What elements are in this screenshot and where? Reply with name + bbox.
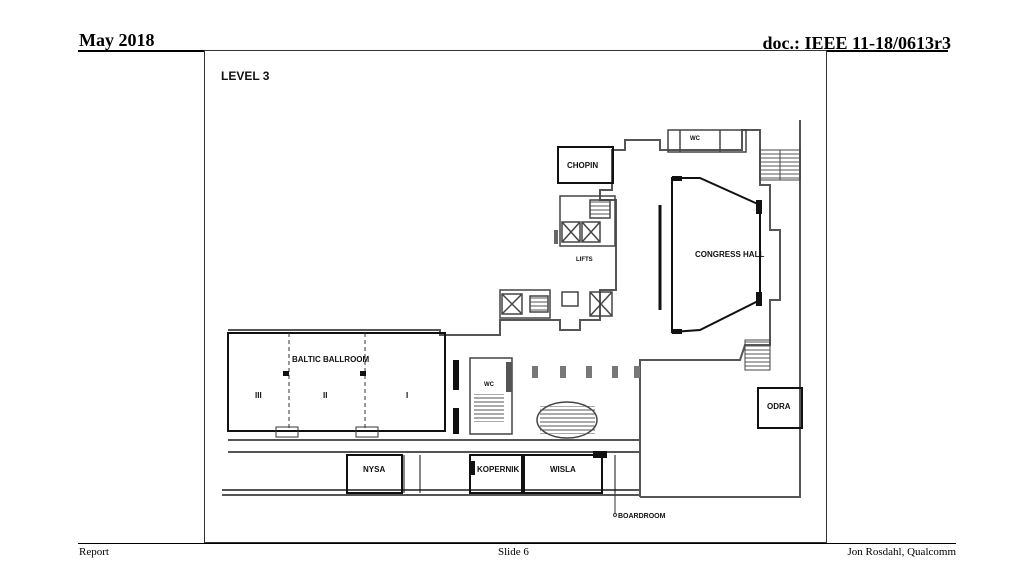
ballroom-section-2: II (323, 391, 327, 400)
boardroom-label: BOARDROOM (618, 513, 666, 520)
lifts-core: LIFTS (499, 195, 616, 319)
wc-top-label: WC (690, 136, 701, 142)
wc-mid-label: WC (484, 382, 495, 388)
chopin-room: CHOPIN (557, 146, 614, 184)
ballroom-section-1: I (406, 391, 408, 400)
footer-left: Report (79, 546, 109, 558)
congress-hall: CONGRESS HALL (658, 176, 764, 334)
ballroom-section-3: III (255, 391, 262, 400)
odra-room: ODRA (757, 387, 803, 429)
baltic-ballroom: BALTIC BALLROOM III II I (227, 332, 446, 438)
nysa-label: NYSA (363, 465, 385, 474)
bottom-rooms (346, 451, 616, 494)
header-date: May 2018 (79, 30, 155, 50)
wisla-label: WISLA (550, 465, 576, 474)
central-lobby: WC (453, 357, 640, 439)
wc-top: WC (667, 129, 747, 153)
congress-hall-label: CONGRESS HALL (695, 250, 764, 259)
stairs-right (744, 149, 801, 371)
level-title: LEVEL 3 (221, 69, 270, 83)
kopernik-label: KOPERNIK (477, 465, 519, 474)
header-doc-id: doc.: IEEE 11-18/0613r3 (762, 33, 951, 53)
lifts-label: LIFTS (576, 257, 593, 263)
odra-label: ODRA (767, 402, 791, 411)
slide-number: Slide 6 (498, 546, 529, 558)
floorplan-frame (204, 50, 827, 543)
chopin-label: CHOPIN (567, 161, 598, 170)
building-outline (222, 120, 801, 498)
footer-author: Jon Rosdahl, Qualcomm (847, 546, 956, 558)
footer-rule (78, 543, 956, 544)
baltic-ballroom-label: BALTIC BALLROOM (292, 355, 370, 364)
